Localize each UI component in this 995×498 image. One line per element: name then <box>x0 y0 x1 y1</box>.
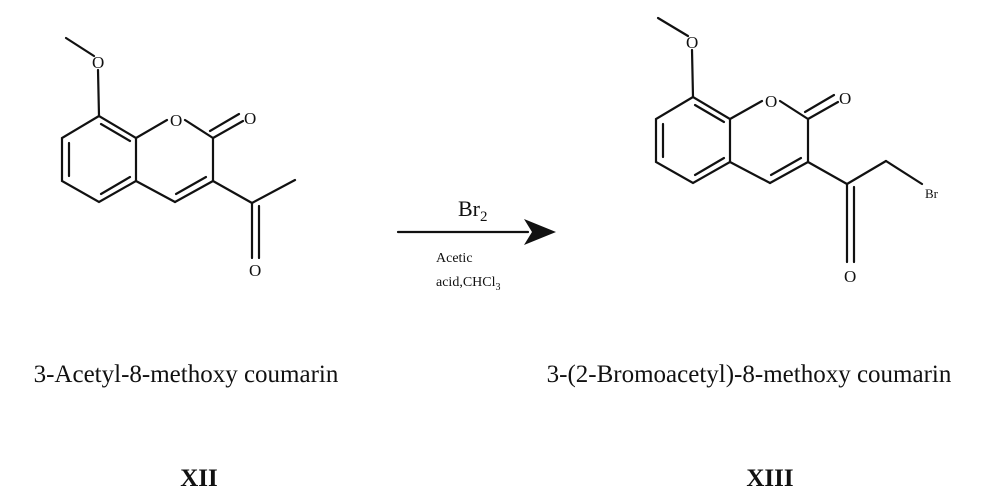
benzene-ring <box>60 114 138 204</box>
p-benzene-ring <box>654 95 732 185</box>
carbonyl-double-a <box>211 119 245 140</box>
benzene-double-bond-2 <box>99 175 132 196</box>
p-carbonyl-double-b <box>803 93 836 114</box>
c3-c4-double <box>174 175 208 196</box>
reactant-name: 3-Acetyl-8-methoxy coumarin <box>34 361 339 388</box>
p-methoxy-methyl-bond <box>656 16 690 38</box>
product-methoxy-oxygen: O <box>686 33 698 52</box>
p-c3-c4-bond <box>768 160 810 185</box>
reagent-solvent-line2: acid,CHCl3 <box>436 275 501 293</box>
reaction-arrow <box>396 219 556 245</box>
benzene-double-bond-3 <box>99 122 132 143</box>
methoxy-o-bond <box>96 68 101 118</box>
product-label: XIII <box>746 465 793 492</box>
acetyl-methyl-bond <box>250 178 297 205</box>
reactant-carbonyl-oxygen: O <box>244 109 256 128</box>
c8a-o1-bond <box>134 118 169 140</box>
c3-c4-bond <box>173 179 215 204</box>
arrow-head <box>524 219 556 245</box>
product-structure: O O O Br O <box>654 16 939 286</box>
product-acetyl-oxygen: O <box>844 267 856 286</box>
p-c4-c4a-bond <box>728 160 772 185</box>
p-c3-acyl-bond <box>806 160 849 186</box>
reactant-acetyl-oxygen: O <box>249 261 261 280</box>
reagent-bromine: Br2 <box>458 196 488 225</box>
p-benzene-double-bond-3 <box>693 103 726 124</box>
product-name: 3-(2-Bromoacetyl)-8-methoxy coumarin <box>547 361 952 388</box>
reactant-structure: O O O O <box>60 36 297 280</box>
o1-c2-bond <box>183 118 215 140</box>
reactant-methoxy-oxygen: O <box>92 53 104 72</box>
p-o1-c2-bond <box>778 99 810 121</box>
p-ch2-br-bond <box>884 159 924 186</box>
reactant-label: XII <box>180 465 218 492</box>
product-ring-oxygen: O <box>765 92 777 111</box>
reagent-solvent-line1: Acetic <box>436 251 473 266</box>
carbonyl-double-b <box>208 112 241 133</box>
methoxy-methyl-bond <box>64 36 96 58</box>
p-c3-c4-double <box>769 156 803 177</box>
product-carbonyl-oxygen: O <box>839 89 851 108</box>
p-c8a-o1-bond <box>728 99 764 121</box>
c3-acetyl-bond <box>211 179 254 205</box>
c4-c4a-bond <box>134 179 177 204</box>
p-acyl-ch2-bond <box>845 159 888 186</box>
p-carbonyl-double-a <box>806 100 840 121</box>
p-methoxy-o-bond <box>690 48 695 99</box>
product-bromine: Br <box>925 186 939 201</box>
p-benzene-double-bond-2 <box>693 156 726 177</box>
reactant-ring-oxygen: O <box>170 111 182 130</box>
